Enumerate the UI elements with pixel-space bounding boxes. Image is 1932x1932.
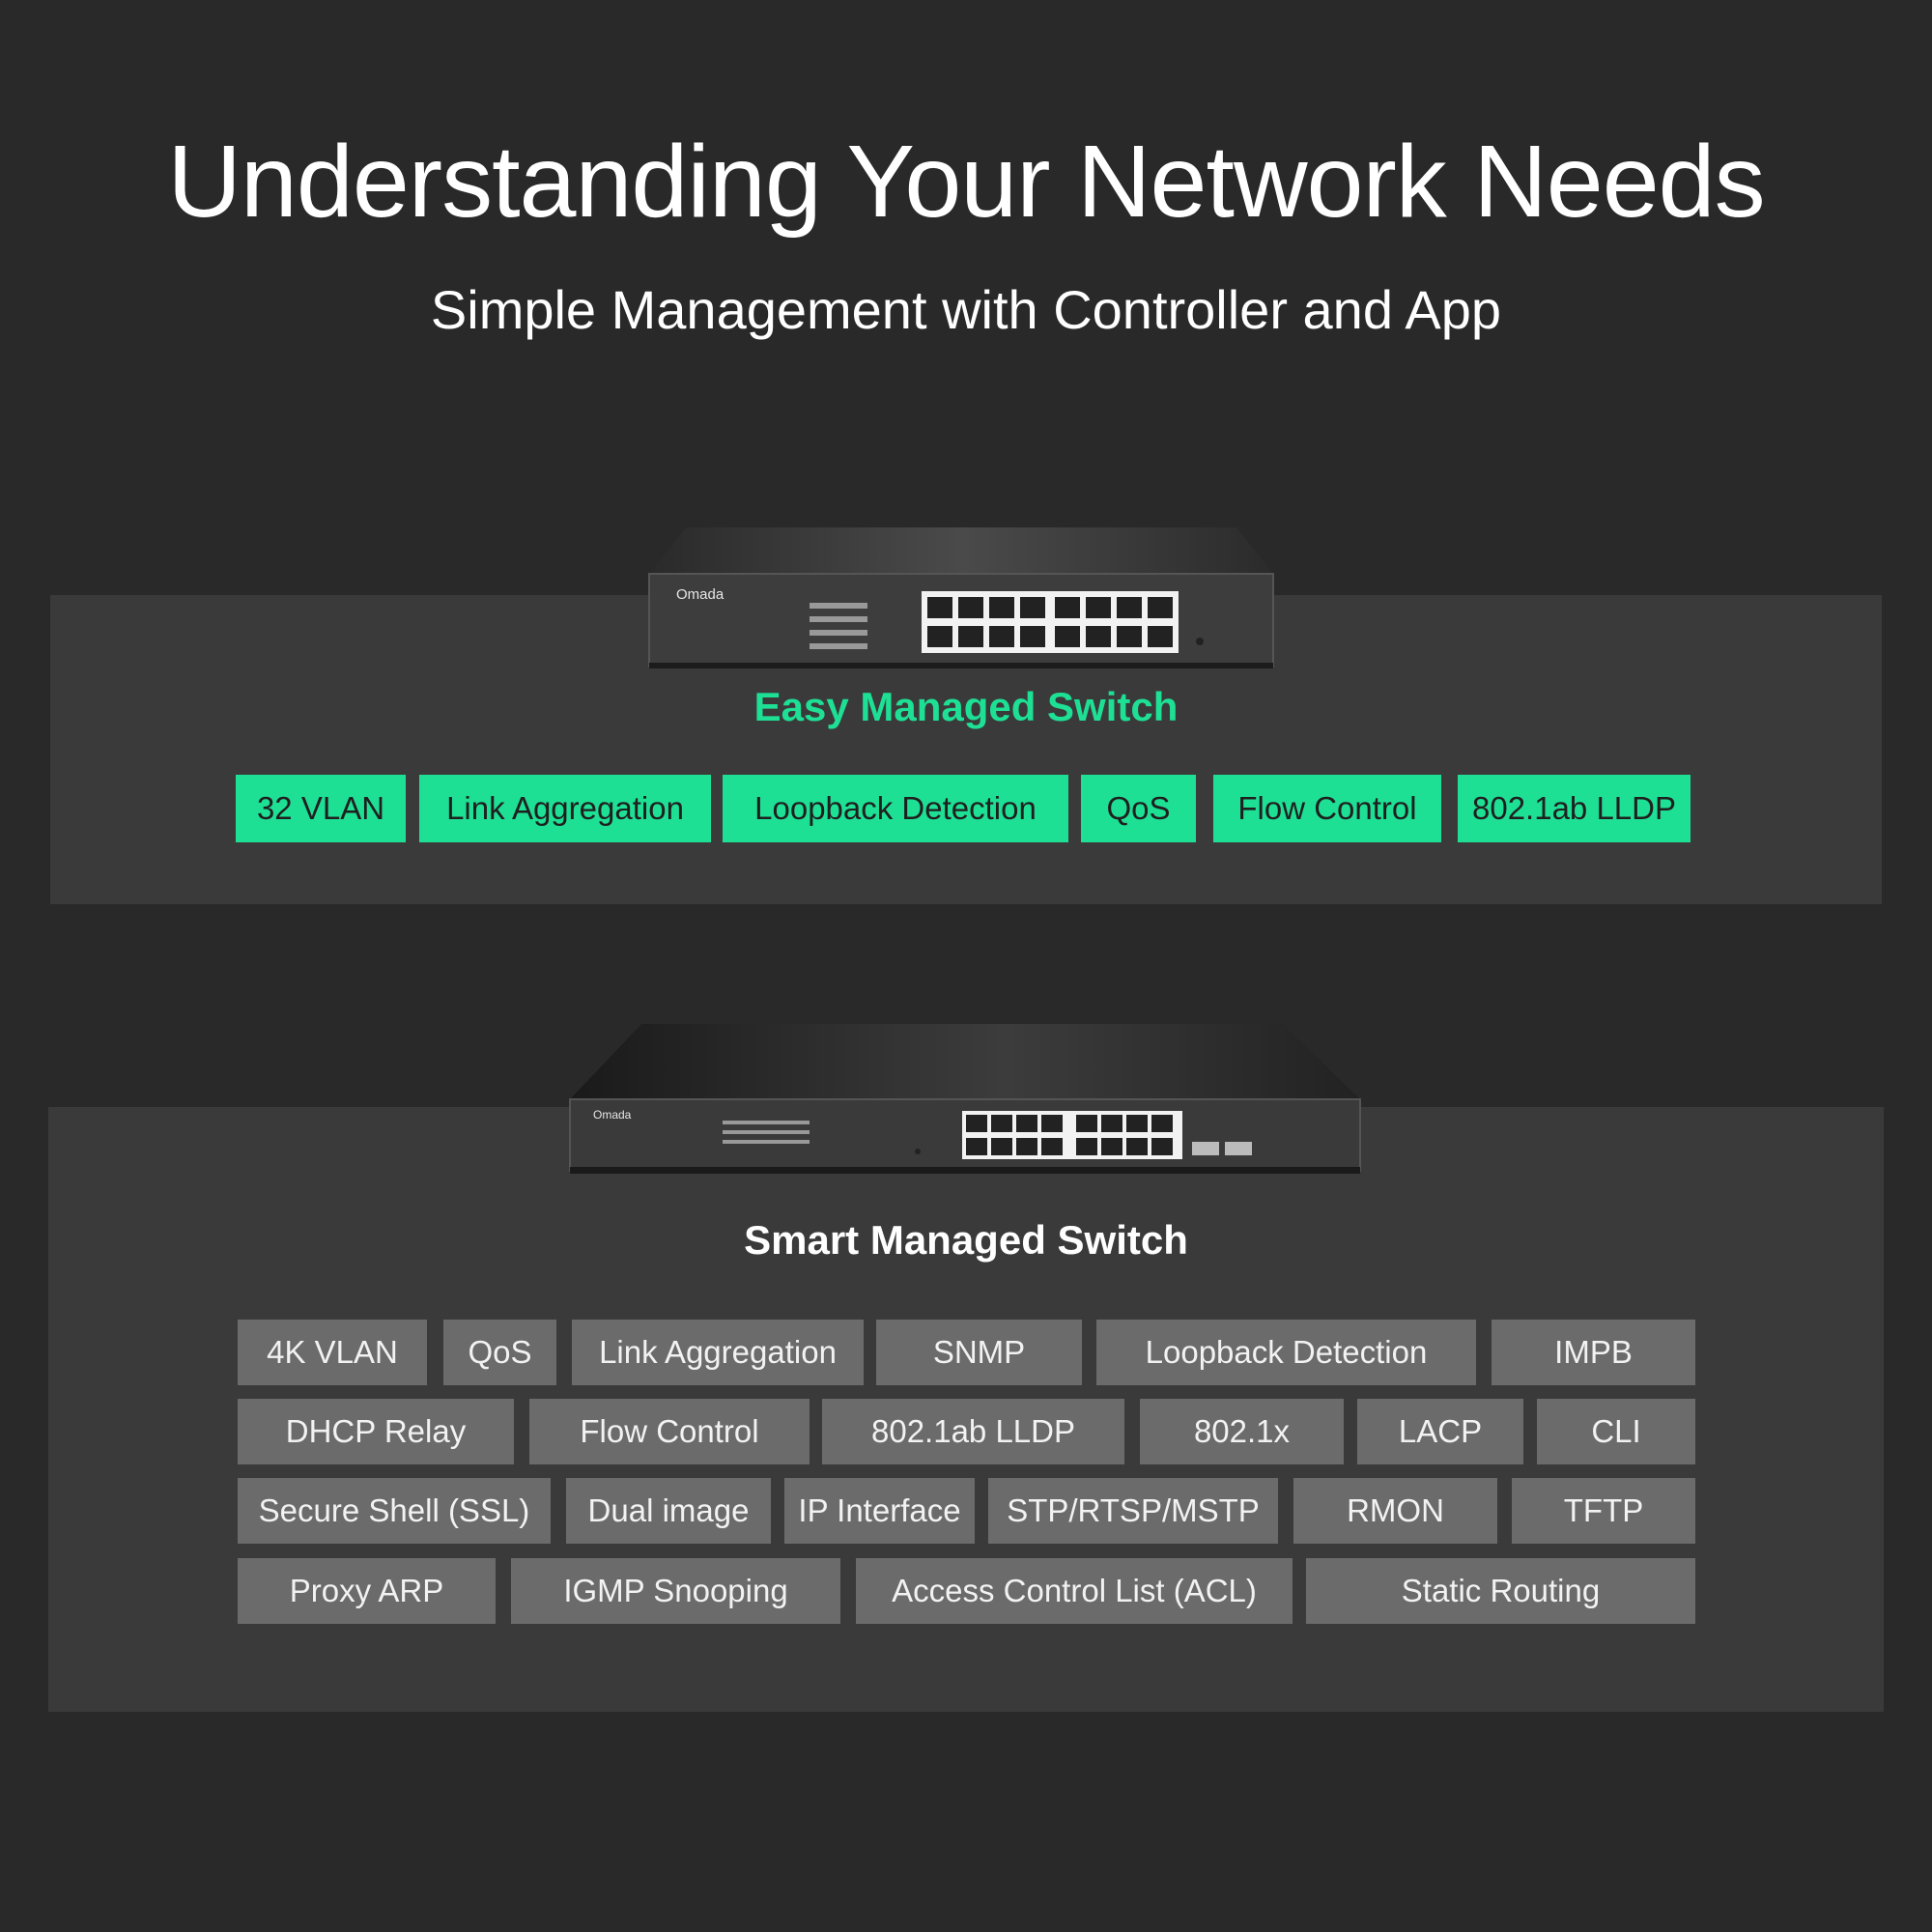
easy-switch-image: Omada bbox=[648, 527, 1274, 668]
feature-tag: Access Control List (ACL) bbox=[856, 1558, 1293, 1624]
feature-tag: IMPB bbox=[1492, 1320, 1695, 1385]
page-title: Understanding Your Network Needs bbox=[167, 125, 1765, 239]
feature-tag: 802.1ab LLDP bbox=[822, 1399, 1124, 1464]
feature-tag: Loopback Detection bbox=[1096, 1320, 1476, 1385]
feature-tag: IGMP Snooping bbox=[511, 1558, 840, 1624]
feature-tag: 802.1x bbox=[1140, 1399, 1344, 1464]
feature-tag: Link Aggregation bbox=[572, 1320, 864, 1385]
feature-tag: CLI bbox=[1537, 1399, 1695, 1464]
feature-tag: QoS bbox=[443, 1320, 556, 1385]
feature-tag: Dual image bbox=[566, 1478, 771, 1544]
easy-brand-label: Omada bbox=[676, 586, 724, 603]
feature-tag: 32 VLAN bbox=[236, 775, 406, 842]
feature-tag: DHCP Relay bbox=[238, 1399, 514, 1464]
smart-brand-label: Omada bbox=[593, 1108, 632, 1122]
feature-tag: Flow Control bbox=[1213, 775, 1441, 842]
feature-tag: Proxy ARP bbox=[238, 1558, 496, 1624]
feature-tag: Loopback Detection bbox=[723, 775, 1068, 842]
feature-tag: RMON bbox=[1293, 1478, 1497, 1544]
feature-tag: LACP bbox=[1357, 1399, 1523, 1464]
feature-tag: Static Routing bbox=[1306, 1558, 1695, 1624]
feature-tag: STP/RTSP/MSTP bbox=[988, 1478, 1278, 1544]
feature-tag: 4K VLAN bbox=[238, 1320, 427, 1385]
smart-switch-image: Omada bbox=[569, 1024, 1361, 1174]
feature-tag: QoS bbox=[1081, 775, 1196, 842]
feature-tag: Link Aggregation bbox=[419, 775, 711, 842]
feature-tag: Flow Control bbox=[529, 1399, 810, 1464]
feature-tag: TFTP bbox=[1512, 1478, 1695, 1544]
easy-switch-title: Easy Managed Switch bbox=[753, 684, 1179, 729]
feature-tag: Secure Shell (SSL) bbox=[238, 1478, 551, 1544]
smart-switch-title: Smart Managed Switch bbox=[744, 1217, 1188, 1263]
feature-tag: SNMP bbox=[876, 1320, 1082, 1385]
feature-tag: IP Interface bbox=[784, 1478, 975, 1544]
feature-tag: 802.1ab LLDP bbox=[1458, 775, 1690, 842]
page-subtitle: Simple Management with Controller and Ap… bbox=[430, 279, 1502, 340]
